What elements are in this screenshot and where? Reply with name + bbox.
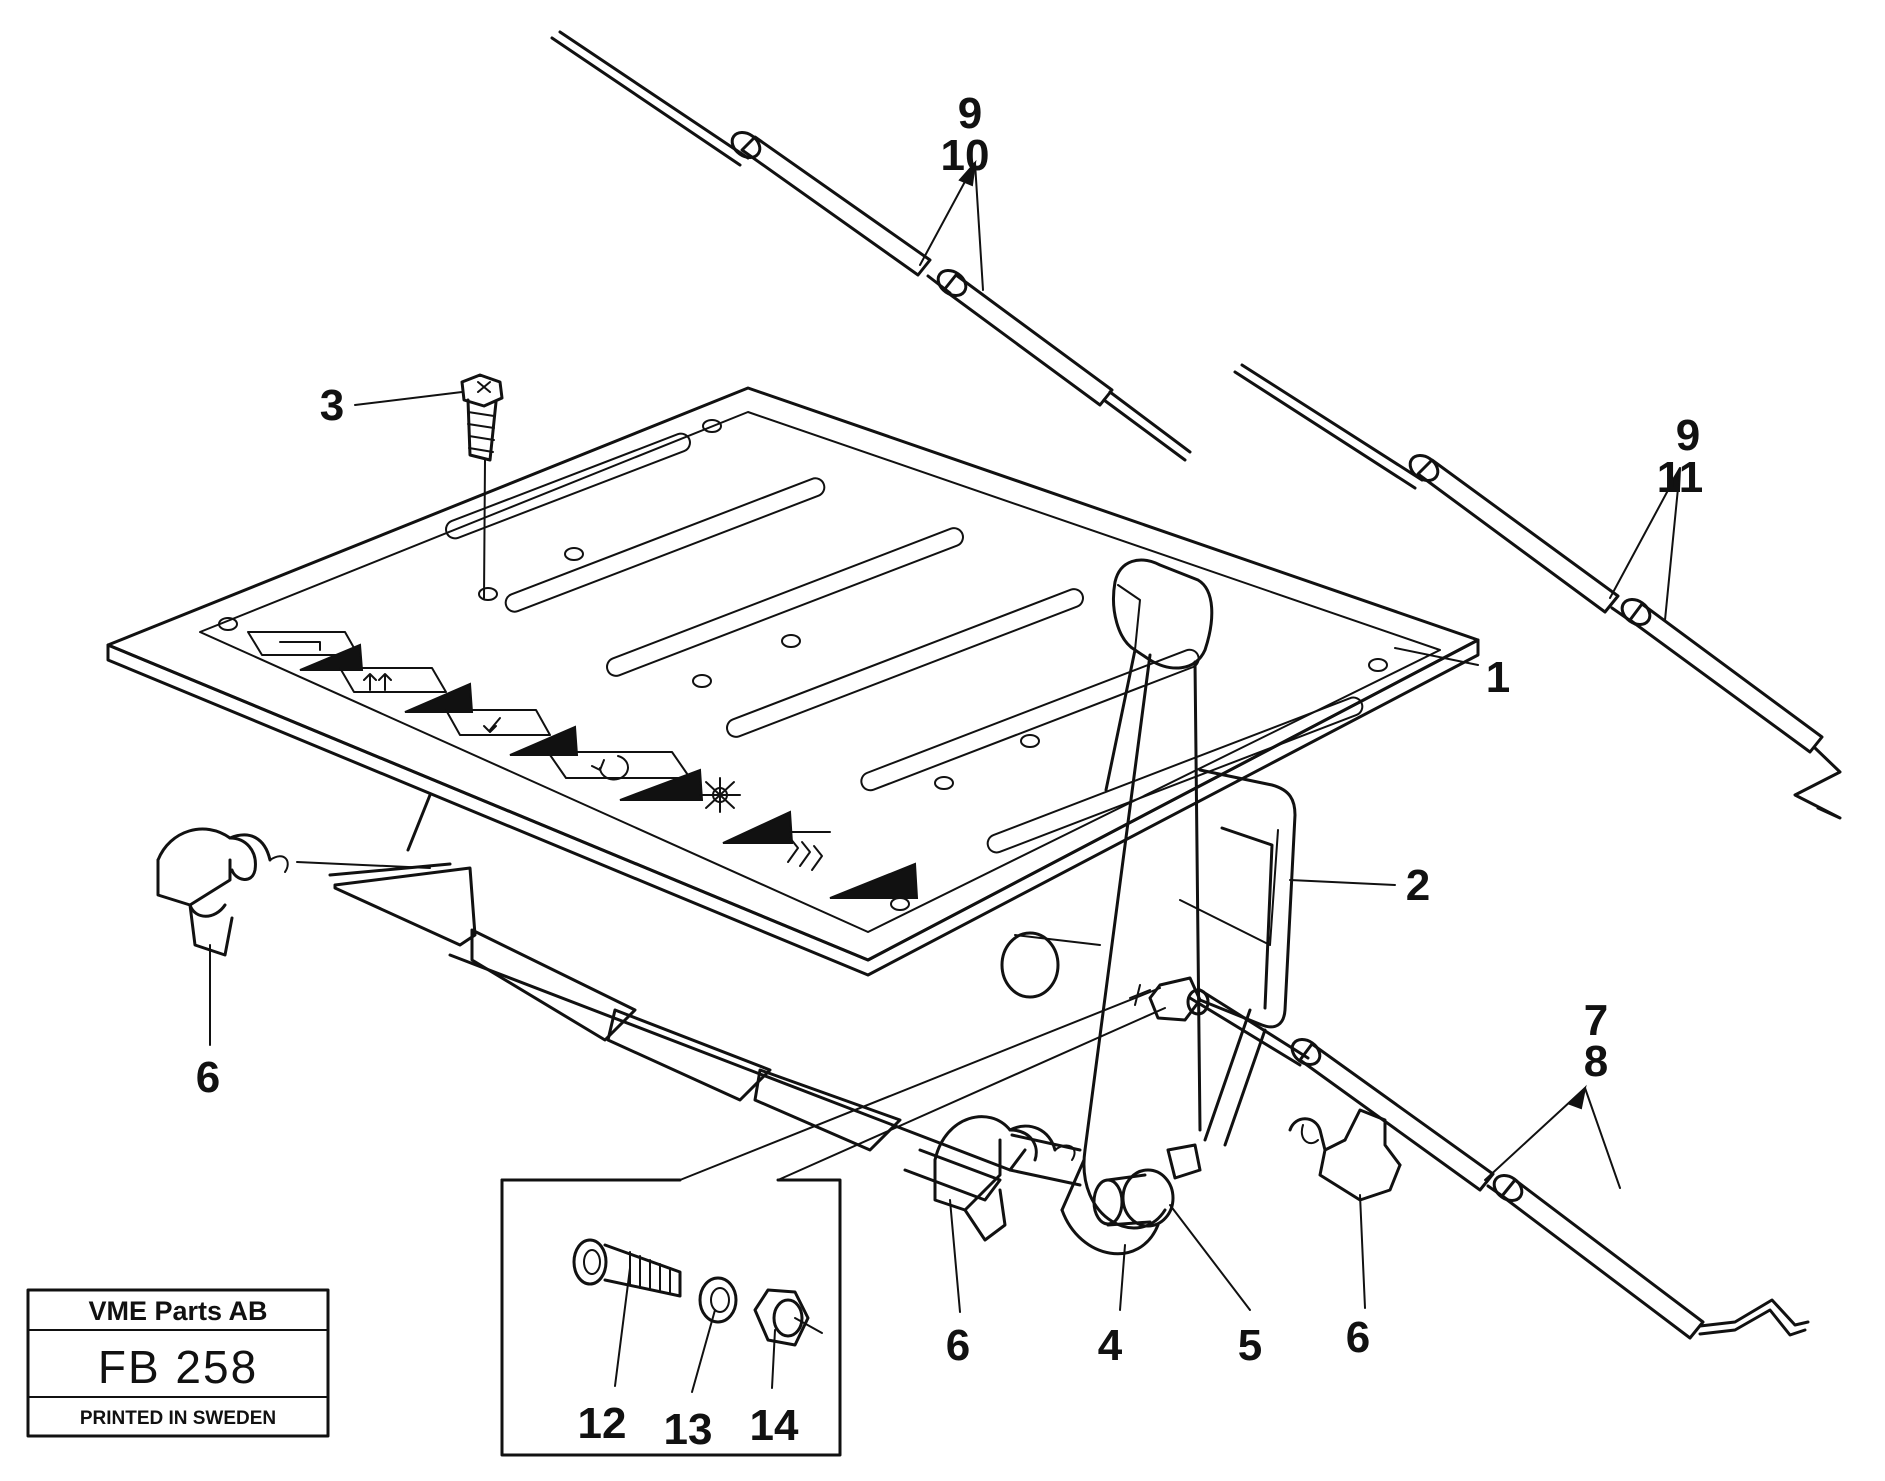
callout-1: 1	[1486, 653, 1510, 702]
callout-6-right: 6	[1346, 1313, 1370, 1362]
screw	[460, 373, 504, 462]
clip-left	[156, 827, 289, 957]
callout-6-left: 6	[196, 1053, 220, 1102]
callout-12: 12	[578, 1399, 627, 1448]
callout-11: 11	[1657, 453, 1704, 502]
title-block-printed: PRINTED IN SWEDEN	[80, 1408, 276, 1429]
title-block-code: FB 258	[98, 1341, 258, 1393]
callout-9-top: 9	[958, 89, 982, 138]
title-block: VME Parts AB FB 258 PRINTED IN SWEDEN	[26, 1288, 330, 1438]
callout-4: 4	[1098, 1321, 1123, 1370]
callout-5: 5	[1238, 1321, 1262, 1370]
callout-2: 2	[1406, 861, 1430, 910]
inset-washer	[698, 1276, 738, 1324]
callout-9-right: 9	[1676, 411, 1700, 460]
callout-3: 3	[320, 381, 344, 430]
callout-6-center: 6	[946, 1321, 970, 1370]
cable-right-upper	[1233, 363, 1842, 820]
callout-13: 13	[664, 1405, 713, 1454]
control-panel-plate	[106, 386, 1480, 977]
control-symbol-boxes	[247, 631, 919, 899]
leader-lines	[209, 159, 1681, 1393]
callout-labels: 1 2 3 4 5 6 6 6 7 8 9 10 9 11 12 13 14	[196, 89, 1704, 1454]
callout-7: 7	[1584, 996, 1608, 1045]
inset-nut	[753, 1288, 823, 1347]
title-block-company: VME Parts AB	[88, 1296, 267, 1326]
detail-inset	[500, 987, 1166, 1457]
clip-right	[1288, 1108, 1402, 1202]
clip-center	[933, 1115, 1076, 1242]
callout-8: 8	[1584, 1037, 1608, 1086]
pivot-pin	[1092, 1143, 1202, 1228]
snowflake-icon	[699, 777, 741, 813]
heater-casing	[328, 793, 1101, 1202]
callout-14: 14	[750, 1401, 799, 1450]
cable-right-lower	[1188, 988, 1810, 1340]
cable-top	[550, 30, 1192, 462]
plate-slots	[445, 432, 1364, 854]
heat-wave-icon	[787, 831, 831, 871]
callout-10: 10	[941, 131, 990, 180]
adjusting-nut	[1129, 976, 1210, 1022]
control-lever	[1060, 558, 1214, 1256]
plate-holes	[218, 419, 1388, 911]
